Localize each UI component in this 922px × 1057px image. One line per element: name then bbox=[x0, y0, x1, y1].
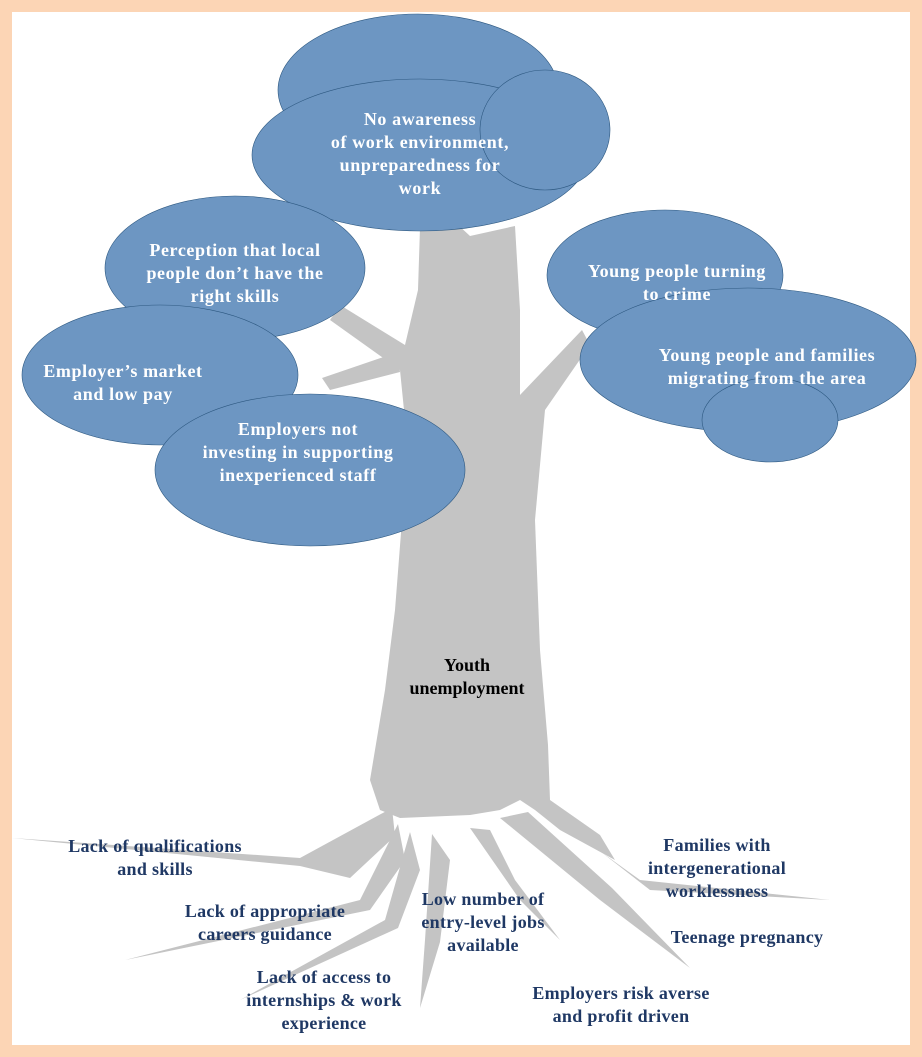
effect-employers-market: Employer’s market and low pay bbox=[43, 361, 203, 404]
cause-entry-level-jobs: Low number of entry-level jobs available bbox=[421, 889, 545, 955]
effect-youth-crime: Young people turning to crime bbox=[587, 261, 767, 304]
effect-employers-not-investing: Employers not investing in supporting in… bbox=[202, 419, 394, 485]
cause-employers-risk-averse: Employers risk averse and profit driven bbox=[532, 983, 710, 1026]
cause-teenage-pregnancy: Teenage pregnancy bbox=[670, 927, 824, 947]
effect-perception-skills: Perception that local people don’t have … bbox=[146, 240, 324, 306]
effect-no-awareness: No awareness of work environment, unprep… bbox=[330, 109, 510, 198]
canopy bbox=[21, 13, 917, 547]
effect-migration: Young people and families migrating from… bbox=[658, 345, 876, 388]
cause-internships: Lack of access to internships & work exp… bbox=[246, 967, 402, 1033]
core-problem-label: Youth unemployment bbox=[409, 655, 525, 698]
cause-careers-guidance: Lack of appropriate careers guidance bbox=[184, 901, 346, 944]
cause-qualifications: Lack of qualifications and skills bbox=[68, 836, 242, 879]
tree-trunk bbox=[12, 210, 830, 1008]
cause-intergenerational-worklessness: Families with intergenerational workless… bbox=[647, 835, 787, 901]
